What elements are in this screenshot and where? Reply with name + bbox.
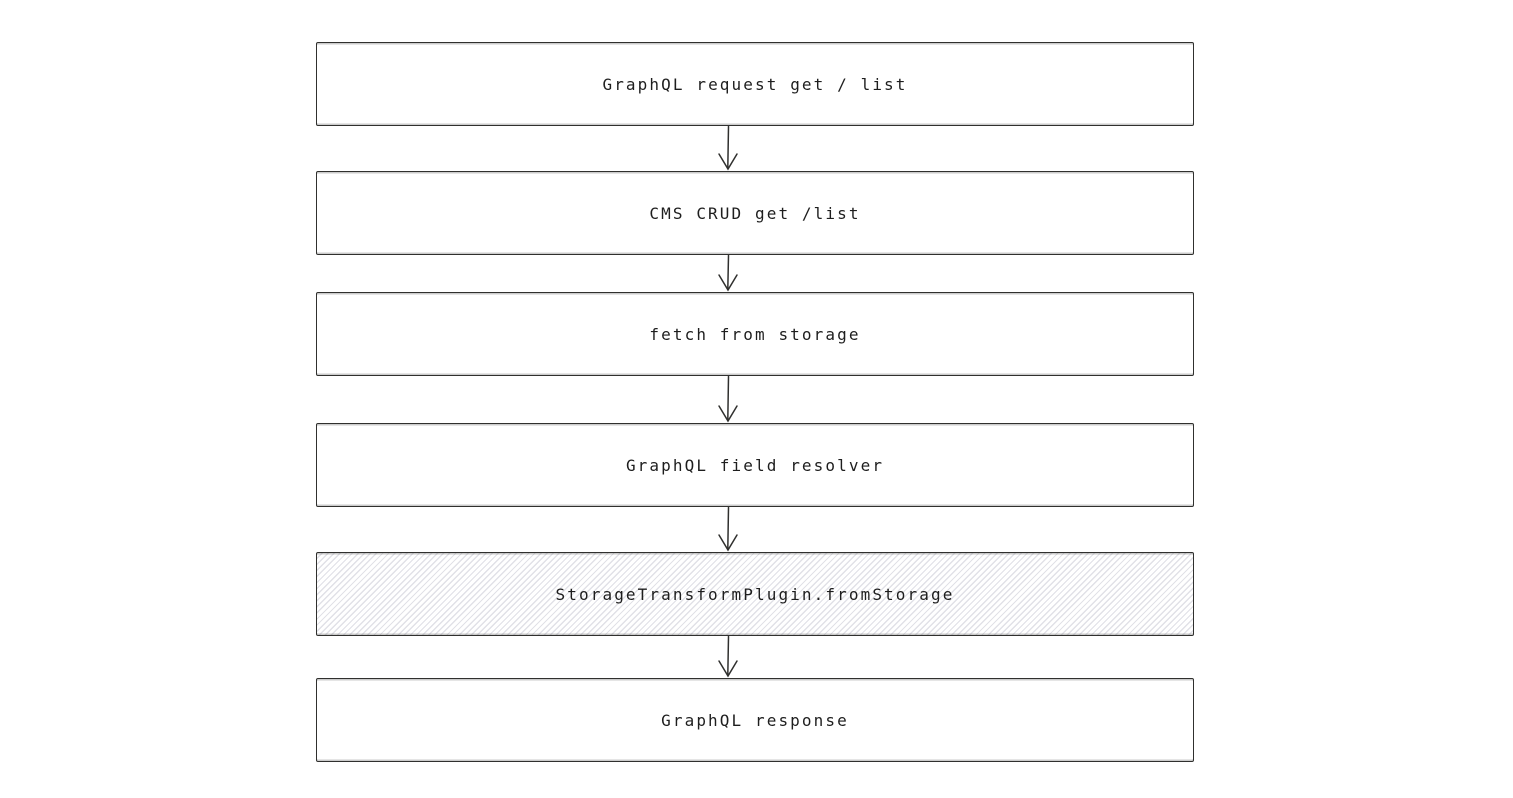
flow-arrow <box>316 636 1194 678</box>
arrow-down-icon <box>718 507 738 552</box>
flow-node-graphql-request: GraphQL request get / list <box>316 42 1194 126</box>
arrow-down-icon <box>718 255 738 292</box>
flowchart: GraphQL request get / list CMS CRUD get … <box>316 42 1194 762</box>
flow-node-fetch-from-storage: fetch from storage <box>316 292 1194 376</box>
arrow-down-icon <box>718 376 738 423</box>
flow-node-graphql-response: GraphQL response <box>316 678 1194 762</box>
flow-arrow <box>316 376 1194 423</box>
arrow-down-icon <box>718 126 738 171</box>
flow-arrow <box>316 126 1194 171</box>
flow-node-label: GraphQL request get / list <box>602 74 908 94</box>
flow-node-label: StorageTransformPlugin.fromStorage <box>555 584 955 604</box>
flow-node-cms-crud: CMS CRUD get /list <box>316 171 1194 255</box>
flow-arrow <box>316 255 1194 292</box>
flow-node-label: fetch from storage <box>649 324 861 344</box>
flow-node-label: GraphQL field resolver <box>625 455 885 475</box>
flow-node-storage-transform-plugin: StorageTransformPlugin.fromStorage <box>316 552 1194 636</box>
flow-arrow <box>316 507 1194 552</box>
flow-node-label: GraphQL response <box>661 710 849 730</box>
flow-node-graphql-field-resolver: GraphQL field resolver <box>316 423 1194 507</box>
arrow-down-icon <box>718 636 738 678</box>
flow-node-label: CMS CRUD get /list <box>649 203 861 223</box>
